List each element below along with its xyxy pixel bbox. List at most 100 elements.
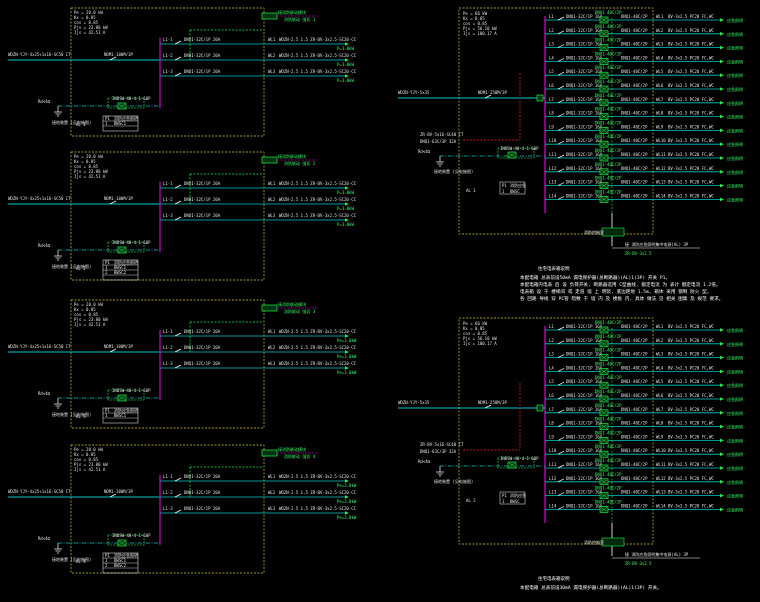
- fire-module-icon: [261, 156, 278, 164]
- circuit-number: WL1: [656, 324, 664, 329]
- circuit-load: 应急照明: [727, 382, 743, 388]
- rcd-cross-icon: [118, 395, 126, 401]
- circuit-number: WL9: [656, 124, 664, 129]
- panel-id: AL 3: [76, 414, 86, 419]
- breaker-contact-icon: [557, 85, 565, 90]
- rcd-label: DNQ1-40C/2P: [595, 472, 622, 477]
- circuit-number: WL2: [268, 53, 276, 58]
- circuit-cable-label: BV-3x2.5 PC20 FC,WC: [668, 69, 714, 74]
- circuit-id: L12: [549, 476, 557, 481]
- circuit-id: L1-3: [163, 361, 173, 366]
- circuit-id: L8: [549, 111, 554, 116]
- circuit-number: WL13: [656, 180, 666, 185]
- circuit-rcd-label: DNQ1-40C/2P: [621, 166, 648, 171]
- rcd-cross-icon: [600, 410, 608, 416]
- circuit-breaker-label: DNQ1-32C/1P 16A: [566, 352, 603, 357]
- circuit-table: [499, 181, 526, 195]
- earthing-note: 接地装置 (见电施图): [52, 263, 91, 269]
- load-arrow-icon: [345, 202, 349, 206]
- circuit-number: WL7: [656, 97, 664, 102]
- breaker-contact-icon: [557, 423, 565, 427]
- circuit-cable-label: WDZN-2.5 1.5 ZR-BV-3x2.5-SC20-CC: [279, 213, 357, 218]
- load-arrow-icon: [720, 59, 724, 64]
- circuit-breaker-label: DNQ1-32C/1P 16A: [566, 476, 603, 481]
- rcd-cross-icon: [508, 152, 516, 158]
- load-arrow-icon: [720, 466, 724, 470]
- circuit-breaker-label: DNQ1-32C/1P 16A: [566, 138, 603, 143]
- circuit-breaker-label: DNQ1-32C/1P 20A: [184, 506, 221, 511]
- circuit-number: WL3: [268, 69, 276, 74]
- rcd-cross-icon: [600, 45, 608, 50]
- rcd-cross-icon: [600, 396, 608, 402]
- load-arrow-icon: [720, 397, 724, 401]
- load-arrow-icon: [720, 493, 724, 498]
- rcd-cross-icon: [600, 451, 608, 457]
- fire-cable-label: ZR-BV-5x16-SC40 CT: [420, 442, 464, 447]
- circuit-number: WL3: [268, 506, 276, 511]
- breaker-contact-icon: [109, 348, 117, 353]
- circuit-load: 应急照明: [727, 465, 743, 471]
- load-arrow-icon: [720, 369, 724, 374]
- circuit-cable-label: BV-3x2.5 PC20 FC,WC: [668, 97, 714, 102]
- circuit-breaker-label: DNQ1-32C/1P 16A: [566, 324, 603, 329]
- circuit-table: [499, 491, 526, 505]
- fire-link-label: 接消防联动模块: [278, 153, 306, 159]
- circuit-rcd-label: DNQ1-40C/2P: [621, 490, 648, 495]
- circuit-id: L1: [549, 14, 554, 19]
- rcd-cross-icon: [600, 114, 608, 119]
- ats-label: DNQ1-63C/3P 32A: [420, 449, 457, 454]
- circuit-breaker-label: DNQ1-32C/1P 20A: [184, 329, 221, 334]
- circuit-load: 应急照明: [727, 31, 743, 37]
- circuit-number: WL3: [656, 352, 664, 357]
- fire-link-sublabel: 消防联动 强切 3: [284, 308, 316, 314]
- table-cell: BWSC1: [114, 558, 127, 563]
- rcd-cross-icon: [600, 197, 608, 202]
- circuit-load: 应急照明: [727, 355, 743, 361]
- load-arrow-icon: [720, 197, 724, 202]
- note-line: 本配电箱内电表 后 设 负荷开关, 断路器选用 C型曲线, 额定电流 为 表计 …: [520, 281, 720, 288]
- circuit-load: 应急照明: [727, 437, 743, 443]
- circuit-number: WL9: [656, 434, 664, 439]
- circuit-number: WL13: [656, 490, 666, 495]
- load-arrow-icon: [720, 438, 724, 443]
- rcd-cross-icon: [600, 31, 608, 37]
- table-cell: BWSC: [510, 499, 520, 504]
- main-breaker-label: NDM1-100M/3P: [104, 344, 133, 349]
- load-parameter: Pe = 28.0 kW: [74, 302, 103, 307]
- circuit-rcd-label: DNQ1-40C/2P: [621, 193, 648, 198]
- circuit-id: L4: [549, 365, 554, 370]
- outgoing-cable-label: 接 消防应急照明集中电源(AL) 3P: [625, 551, 689, 557]
- circuit-id: L4: [549, 55, 554, 60]
- circuit-cable-label: BV-3x2.5 PC20 FC,WC: [668, 324, 714, 329]
- circuit-load: 应急照明: [727, 72, 743, 78]
- note-title: 住宅电表箱说明: [538, 265, 570, 272]
- table-cell: BWSC: [510, 189, 520, 194]
- spd-label: INDSW-40-4-1-60P: [500, 456, 539, 461]
- outgoing-reference: 消防控制室: [584, 539, 604, 545]
- table-cell: 1: [105, 558, 108, 563]
- rcd-label: DNQ1-40C/2P: [595, 93, 622, 98]
- circuit-id: L5: [549, 379, 554, 384]
- fire-link-label: 接消防联动模块: [278, 446, 306, 452]
- circuit-load: Pe=3.0kW: [337, 354, 357, 359]
- circuit-breaker-label: DNQ1-32C/1P 20A: [184, 490, 221, 495]
- load-arrow-icon: [345, 495, 349, 499]
- circuit-cable-label: BV-3x2.5 PC20 FC,WC: [668, 14, 714, 19]
- circuit-breaker-label: DNQ1-32C/1P 16A: [566, 97, 603, 102]
- circuit-number: WL6: [656, 83, 664, 88]
- earthing-note: 接地装置 (见电施图): [52, 411, 91, 417]
- earth-resistance-label: Rd<4Ω: [38, 243, 51, 248]
- circuit-load: Pe=3.0kW: [337, 483, 357, 488]
- circuit-load: Pe=3.0kW: [337, 499, 357, 504]
- circuit-number: WL10: [656, 448, 666, 453]
- panel-id: AL 1: [466, 188, 476, 193]
- table-cell: 消防应急: [510, 492, 526, 498]
- breaker-contact-icon: [557, 127, 565, 131]
- circuit-id: L1-1: [163, 181, 173, 186]
- circuit-id: L3: [549, 42, 554, 47]
- breaker-contact-icon: [174, 72, 182, 77]
- circuit-breaker-label: DNQ1-32C/1P 16A: [566, 193, 603, 198]
